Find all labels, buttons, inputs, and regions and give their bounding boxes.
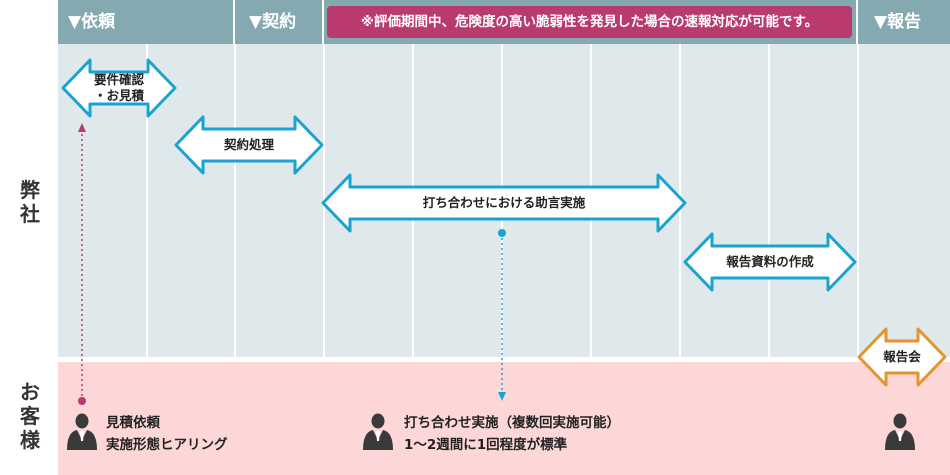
client-request-line2: 実施形態ヒアリング <box>106 437 228 453</box>
grid-line <box>146 44 148 357</box>
arrow-label-estimate: 要件確認 ・お見積 <box>93 72 144 103</box>
arrow-label-contract-processing: 契約処理 <box>223 137 274 152</box>
person-icon <box>885 413 915 450</box>
lane-label-client: お 客 様 <box>20 380 40 452</box>
client-meeting-line2: 1～2週間に1回程度が標準 <box>404 437 568 453</box>
arrow-contract-processing <box>174 115 324 175</box>
grid-line <box>234 44 236 357</box>
connector-meeting-head <box>498 392 506 401</box>
header-report: ▼報告 <box>858 0 950 44</box>
arrow-label-advice: 打ち合わせにおける助言実施 <box>422 195 586 210</box>
header-note: ※評価期間中、危険度の高い脆弱性を発見した場合の速報対応が可能です。 <box>327 6 852 38</box>
connector-request-dot <box>78 397 86 405</box>
person-icon <box>67 413 97 450</box>
arrow-advice <box>321 173 687 233</box>
lane-label-company: 弊 社 <box>20 178 40 226</box>
connector-meeting-dot <box>498 229 506 237</box>
grid-line <box>768 44 770 357</box>
person-icon <box>363 413 393 450</box>
connector-request-head <box>78 123 86 132</box>
client-lane <box>58 362 950 475</box>
arrow-estimate <box>61 58 177 118</box>
arrow-report-meeting <box>857 327 947 387</box>
arrow-report-creation <box>683 232 857 292</box>
arrow-label-report-creation: 報告資料の作成 <box>726 254 814 269</box>
arrow-label-report-meeting: 報告会 <box>883 349 921 364</box>
header-contract: ▼契約 <box>235 0 322 44</box>
header-request: ▼依頼 <box>58 0 233 44</box>
client-meeting-line1: 打ち合わせ実施（複数回実施可能） <box>404 415 620 431</box>
grid-line <box>857 44 859 357</box>
client-request-line1: 見積依頼 <box>106 415 160 431</box>
